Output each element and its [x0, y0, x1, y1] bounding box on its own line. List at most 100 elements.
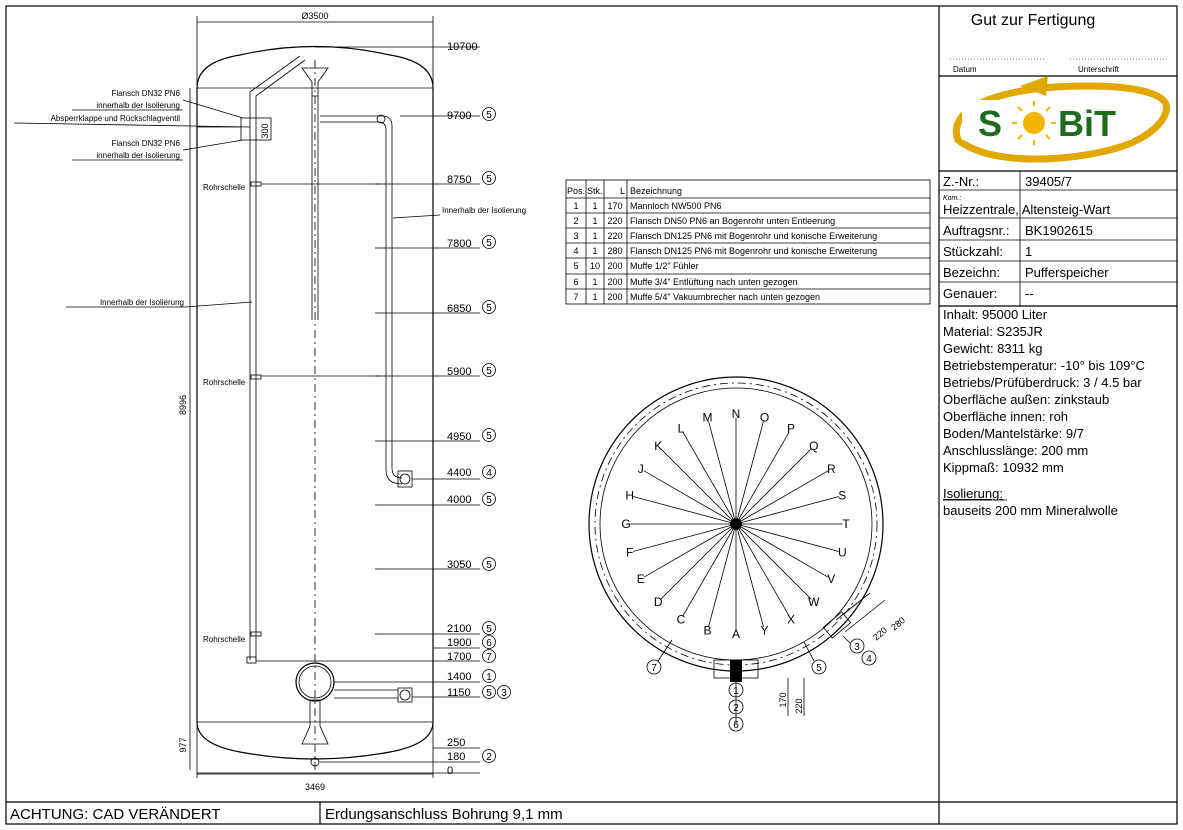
compass-ray	[735, 421, 764, 525]
compass-letter: Y	[760, 623, 768, 637]
table-cell: Muffe 5/4" Vakuumbrecher nach unten gezo…	[630, 292, 820, 302]
sobit-logo: S BiT	[952, 76, 1170, 163]
dim-170: 170	[778, 692, 788, 707]
level-label: 8750	[447, 174, 471, 186]
spec-line: Kippmaß: 10932 mm	[943, 460, 1064, 475]
pos-balloon: 5	[486, 174, 492, 185]
table-cell: 4	[573, 246, 578, 256]
compass-ray	[735, 523, 790, 617]
table-cell: 1	[573, 201, 578, 211]
table-header: Pos.	[567, 186, 585, 196]
table-cell: 3	[573, 231, 578, 241]
level-label: 3050	[447, 559, 471, 571]
compass-letter: S	[838, 489, 846, 503]
spec-list: Inhalt: 95000 Liter Material: S235JR Gew…	[943, 307, 1145, 518]
svg-text:S: S	[978, 103, 1002, 144]
note: Flansch DN32 PN6	[112, 89, 181, 98]
compass-letter: N	[732, 407, 741, 421]
tank-elevation: Ø3500 3469 8996 977 300	[178, 11, 434, 792]
compass-ray	[735, 523, 812, 600]
table-cell: 220	[607, 216, 622, 226]
table-cell: Flansch DN50 PN6 an Bogenrohr unten Entl…	[630, 216, 835, 226]
compass-letter: T	[842, 517, 850, 531]
pos-balloon: 1	[486, 672, 492, 683]
compass-letter: D	[654, 595, 663, 609]
compass-ray	[735, 496, 839, 525]
level-label: 1400	[447, 671, 471, 683]
compass-letter: U	[838, 546, 847, 560]
plan-marker: 4	[866, 654, 872, 665]
level-label: 4950	[447, 431, 471, 443]
plan-marker: 5	[816, 663, 822, 674]
table-cell: 2	[573, 216, 578, 226]
compass-letter: W	[808, 595, 820, 609]
compass-letter: O	[760, 411, 769, 425]
compass-ray	[682, 523, 737, 617]
level-label: 0	[447, 765, 453, 777]
dim-height-main: 8996	[178, 395, 188, 415]
table-cell: 170	[607, 201, 622, 211]
pos-balloon: 6	[486, 638, 492, 649]
spec-line: Inhalt: 95000 Liter	[943, 307, 1048, 322]
compass-ray	[633, 496, 737, 525]
dim-diameter: Ø3500	[301, 11, 328, 21]
pos-balloon: 5	[486, 110, 492, 121]
note: innerhalb der Isolierung	[96, 151, 180, 160]
table-cell: Muffe 3/4" Entlüftung nach unten gezogen	[630, 277, 798, 287]
compass-ray	[735, 448, 812, 525]
table-cell: 1	[592, 201, 597, 211]
compass-letter: V	[827, 572, 835, 586]
approval-title: Gut zur Fertigung	[971, 12, 1096, 29]
spec-line: Boden/Mantelstärke: 9/7	[943, 426, 1084, 441]
compass-ray	[643, 523, 737, 578]
level-label: 10700	[447, 41, 478, 53]
level-dimensions	[197, 46, 480, 774]
level-label: 5900	[447, 366, 471, 378]
info-value-genauer: --	[1025, 286, 1034, 301]
table-header: L	[620, 186, 625, 196]
pos-balloon: 5	[486, 303, 492, 314]
position-balloons: 5 5 5 5 5 5 4 5 5 5 6 7 1 5 3 2	[482, 107, 511, 763]
compass-letter: M	[703, 411, 713, 425]
level-label: 9700	[447, 110, 471, 122]
pos-balloon: 5	[486, 238, 492, 249]
level-label: 7800	[447, 238, 471, 250]
table-cell: Mannloch NW500 PN6	[630, 201, 722, 211]
table-cell: 280	[607, 246, 622, 256]
insulation-text: bauseits 200 mm Mineralwolle	[943, 503, 1118, 518]
compass-letter: L	[678, 422, 685, 436]
dim-300: 300	[260, 123, 270, 138]
insulation-title: Isolierung:	[943, 486, 1003, 501]
table-cell: 10	[590, 261, 600, 271]
table-cell: 5	[573, 261, 578, 271]
note: Rohrschelle	[203, 635, 246, 644]
info-label-auftrag: Auftragsnr.:	[943, 223, 1009, 238]
dim-height-bottom: 977	[178, 737, 188, 752]
spec-line: Oberfläche innen: roh	[943, 409, 1068, 424]
info-block: Z.-Nr.: 39405/7 Kom.: Heizzentrale, Alte…	[939, 171, 1177, 307]
compass-ray	[735, 431, 790, 525]
table-cell: Muffe 1/2" Fühler	[630, 261, 699, 271]
level-label: 2100	[447, 623, 471, 635]
compass-ray	[660, 523, 737, 600]
level-label: 1700	[447, 651, 471, 663]
spec-line: Betriebs/Prüfüberdruck: 3 / 4.5 bar	[943, 375, 1142, 390]
note: Innerhalb der Isolierung	[100, 298, 184, 307]
pos-balloon: 5	[486, 624, 492, 635]
dim-220b: 220	[871, 625, 889, 642]
table-header: Stk.	[587, 186, 603, 196]
compass-letter: Q	[809, 439, 818, 453]
compass-letter: H	[625, 489, 634, 503]
compass-ray	[633, 523, 737, 552]
compass-letter: K	[654, 439, 662, 453]
level-labels: 10700 9700 8750 7800 6850 5900 4950 4400…	[447, 41, 478, 777]
compass-ray	[643, 470, 737, 525]
note: Flansch DN32 PN6	[112, 139, 181, 148]
info-label-kom: Kom.:	[943, 195, 961, 202]
compass-ray	[735, 523, 829, 578]
info-value-znr: 39405/7	[1025, 174, 1072, 189]
note: Innerhalb der Isolierung	[442, 206, 526, 215]
svg-text:BiT: BiT	[1058, 103, 1116, 144]
